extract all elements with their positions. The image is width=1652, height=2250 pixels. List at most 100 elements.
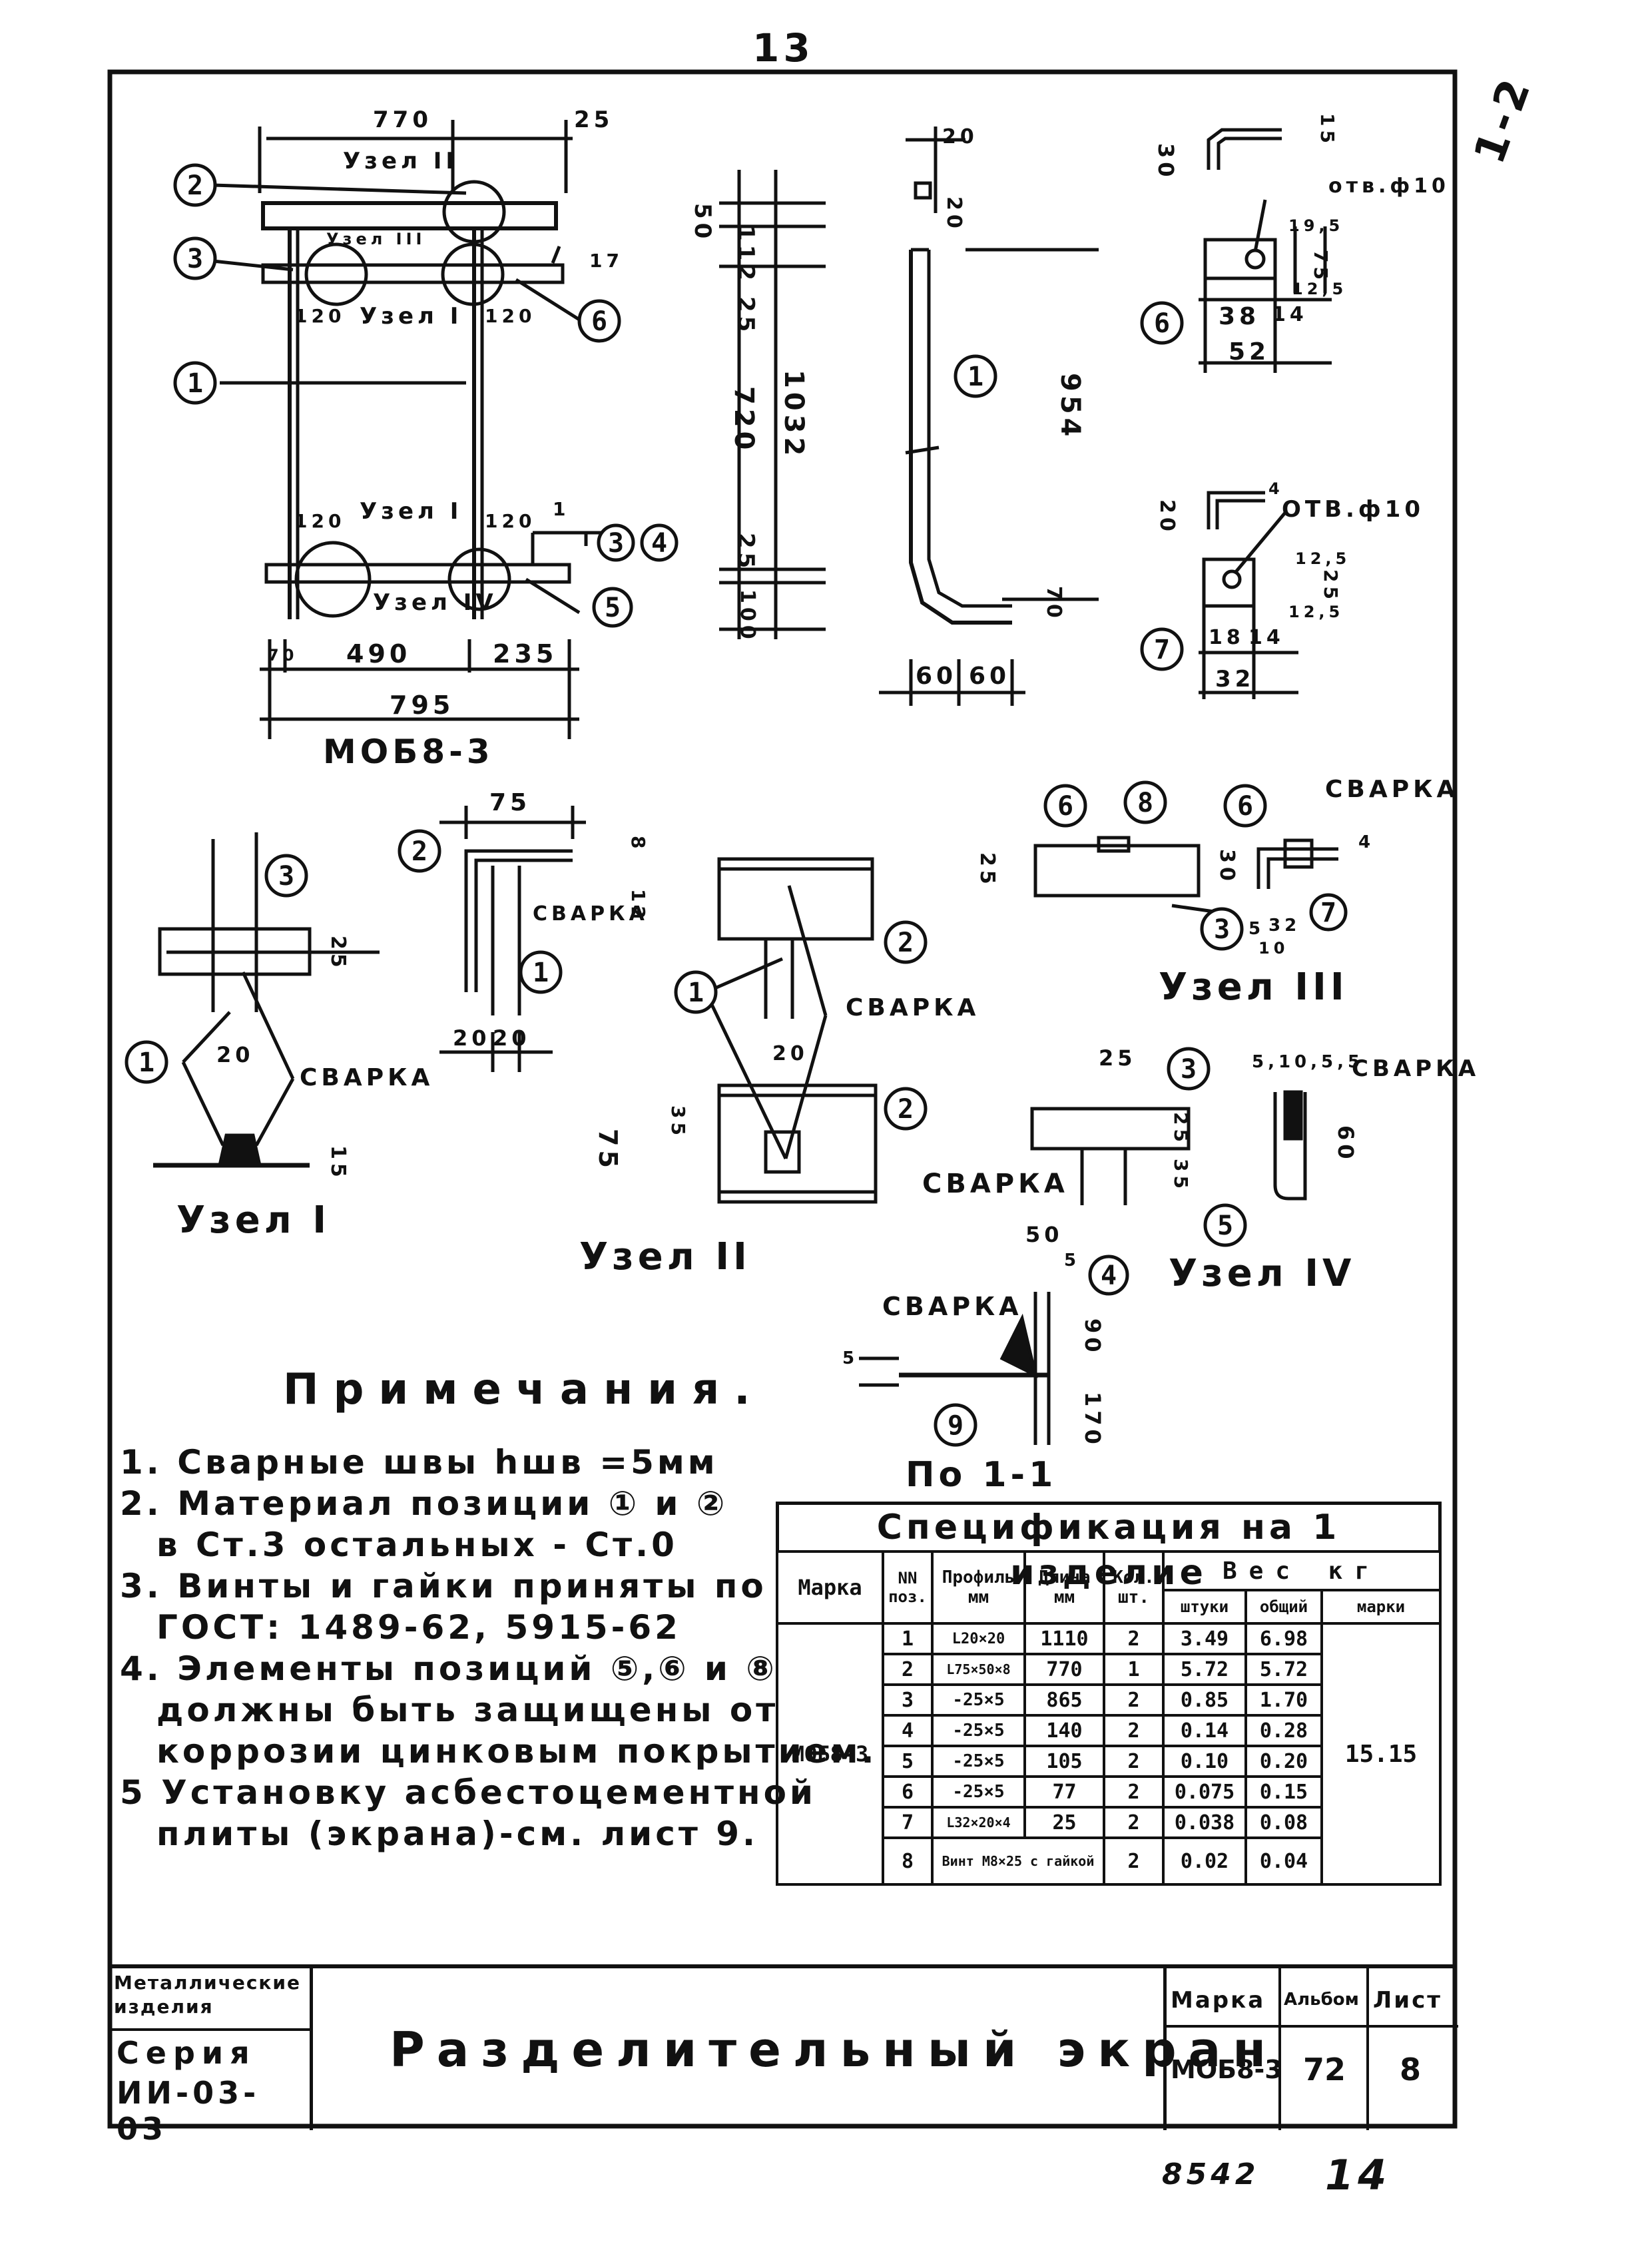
- dim-n-20-d: 20: [772, 1042, 808, 1065]
- specification-block: Спецификация на 1 изделие Марка NN поз. …: [776, 1502, 1442, 1886]
- dim-n-30: 30: [1215, 849, 1239, 885]
- dim-n-5-c: 5: [842, 1348, 859, 1368]
- weld-label-node-I: СВАРКА: [300, 1064, 434, 1091]
- spec-cell: -25×5: [931, 1775, 1026, 1809]
- spec-cell: 5.72: [1162, 1653, 1247, 1686]
- node-II-detail: [704, 857, 878, 1204]
- node-II-title: Узел II: [579, 1235, 751, 1278]
- dim-n-20-b: 20: [453, 1025, 491, 1051]
- svg-text:2: 2: [412, 836, 427, 867]
- svg-text:6: 6: [1154, 308, 1170, 339]
- mark-label: Марка: [1171, 1987, 1266, 2014]
- spec-cell: 2: [1103, 1714, 1165, 1747]
- sheet-value: 8: [1400, 2052, 1422, 2088]
- node-IV-title: Узел IV: [1169, 1252, 1356, 1295]
- spec-cell: 2: [1103, 1745, 1165, 1778]
- dim-n-35-b: 35: [1170, 1159, 1192, 1193]
- part-6: [1199, 128, 1332, 373]
- spec-cell: 0.15: [1244, 1775, 1323, 1809]
- spec-cell: 0.08: [1244, 1806, 1323, 1839]
- spec-cell: 6: [882, 1775, 934, 1809]
- spec-cell: 0.28: [1244, 1714, 1323, 1747]
- series-code: ИИ-03-03: [117, 2075, 260, 2147]
- spec-cell: 2: [1103, 1775, 1165, 1809]
- spec-cell: 1: [882, 1622, 934, 1655]
- spec-cell: -25×5: [931, 1745, 1026, 1778]
- spec-cell: 3.49: [1162, 1622, 1247, 1655]
- dim-p7-18: 18: [1209, 626, 1244, 649]
- spec-cell: 140: [1023, 1714, 1105, 1747]
- svg-text:1: 1: [967, 362, 983, 392]
- dim-n-12: 12: [627, 889, 649, 923]
- dim-p7-25: 25: [1320, 569, 1342, 603]
- svg-text:9: 9: [948, 1410, 964, 1441]
- note-line: в Ст.3 остальных - Ст.0: [156, 1526, 678, 1564]
- dim-n-25-c: 25: [1099, 1045, 1137, 1071]
- spec-header-w-piece: штуки: [1162, 1589, 1247, 1625]
- spec-cell: L20×20: [931, 1622, 1026, 1655]
- svg-text:5: 5: [1217, 1211, 1233, 1241]
- dim-p1-70: 70: [1042, 586, 1065, 622]
- dim-770: 770: [373, 107, 432, 133]
- title-block: Металлические изделия Серия ИИ-03-03 Раз…: [110, 1964, 1458, 2147]
- dim-p6-14: 14: [1272, 303, 1308, 326]
- spec-cell: 77: [1023, 1775, 1105, 1809]
- part-7: [1199, 491, 1298, 699]
- plan-node-I-top: Узел I: [360, 303, 463, 330]
- main-frame-plan: [212, 120, 606, 739]
- spec-caption: Спецификация на 1 изделие: [776, 1502, 1442, 1593]
- dim-n-20-a: 20: [216, 1042, 254, 1067]
- dim-p6-38: 38: [1219, 303, 1260, 330]
- assembly-mark-label: МОБ8-3: [323, 732, 494, 771]
- spec-cell: 8: [882, 1836, 934, 1886]
- dim-1: 1: [553, 498, 570, 520]
- note-line: 4. Элементы позиций ⑤,⑥ и ⑧: [120, 1649, 778, 1688]
- spec-header-w-mark: марки: [1320, 1589, 1442, 1625]
- spec-cell: -25×5: [931, 1714, 1026, 1747]
- dim-p6-75: 75: [1310, 250, 1332, 284]
- drawing-title: Разделительный экран: [390, 2022, 1278, 2078]
- dim-p6-30: 30: [1153, 143, 1179, 181]
- svg-text:5: 5: [605, 593, 621, 623]
- dim-25-a: 25: [732, 296, 759, 336]
- spec-cell: 865: [1023, 1683, 1105, 1717]
- dim-120-d: 120: [485, 510, 536, 532]
- spec-cell: 25: [1023, 1806, 1105, 1839]
- dim-120-c: 120: [294, 510, 346, 532]
- section-1-1: [859, 1292, 1051, 1445]
- spec-cell: 0.10: [1162, 1745, 1247, 1778]
- svg-text:7: 7: [1320, 898, 1336, 928]
- dim-p1-20-b: 20: [942, 196, 965, 232]
- spec-header-weight: Вес кг: [1162, 1550, 1442, 1591]
- weld-label-node-IV-left: СВАРКА: [922, 1169, 1069, 1199]
- spec-cell: 5: [882, 1745, 934, 1778]
- svg-text:3: 3: [1181, 1054, 1197, 1085]
- dim-p6-19-5: 19,5: [1288, 216, 1344, 235]
- hole-label-part7: ОТВ.ф10: [1282, 496, 1424, 523]
- spec-header-length: Длина мм: [1023, 1550, 1105, 1625]
- spec-cell: 0.075: [1162, 1775, 1247, 1809]
- part-1-angle: [879, 127, 1099, 706]
- spec-cell: 0.14: [1162, 1714, 1247, 1747]
- spec-cell: 4: [882, 1714, 934, 1747]
- spec-cell: Винт М8×25 с гайкой: [931, 1836, 1105, 1886]
- svg-text:2: 2: [898, 1094, 914, 1125]
- note-line: 2. Материал позиции ① и ②: [120, 1484, 728, 1523]
- page-number-bottom: 14: [1325, 2151, 1391, 2199]
- dim-p1-20-a: 20: [942, 125, 978, 148]
- svg-text:1: 1: [688, 978, 704, 1008]
- svg-text:2: 2: [187, 170, 203, 201]
- dim-70: 70: [268, 646, 298, 665]
- spec-cell: 1: [1103, 1653, 1165, 1686]
- dim-p7-4: 4: [1268, 479, 1284, 498]
- spec-cell: 7: [882, 1806, 934, 1839]
- spec-cell: L32×20×4: [931, 1806, 1026, 1839]
- plan-node-II: Узел II: [343, 148, 459, 174]
- spec-cell: 5.72: [1244, 1653, 1323, 1686]
- spec-cell: 0.85: [1162, 1683, 1247, 1717]
- dim-n-5-b: 5: [1064, 1251, 1081, 1270]
- svg-text:3: 3: [608, 528, 624, 559]
- note-line: ГОСТ: 1489-62, 5915-62: [156, 1608, 681, 1647]
